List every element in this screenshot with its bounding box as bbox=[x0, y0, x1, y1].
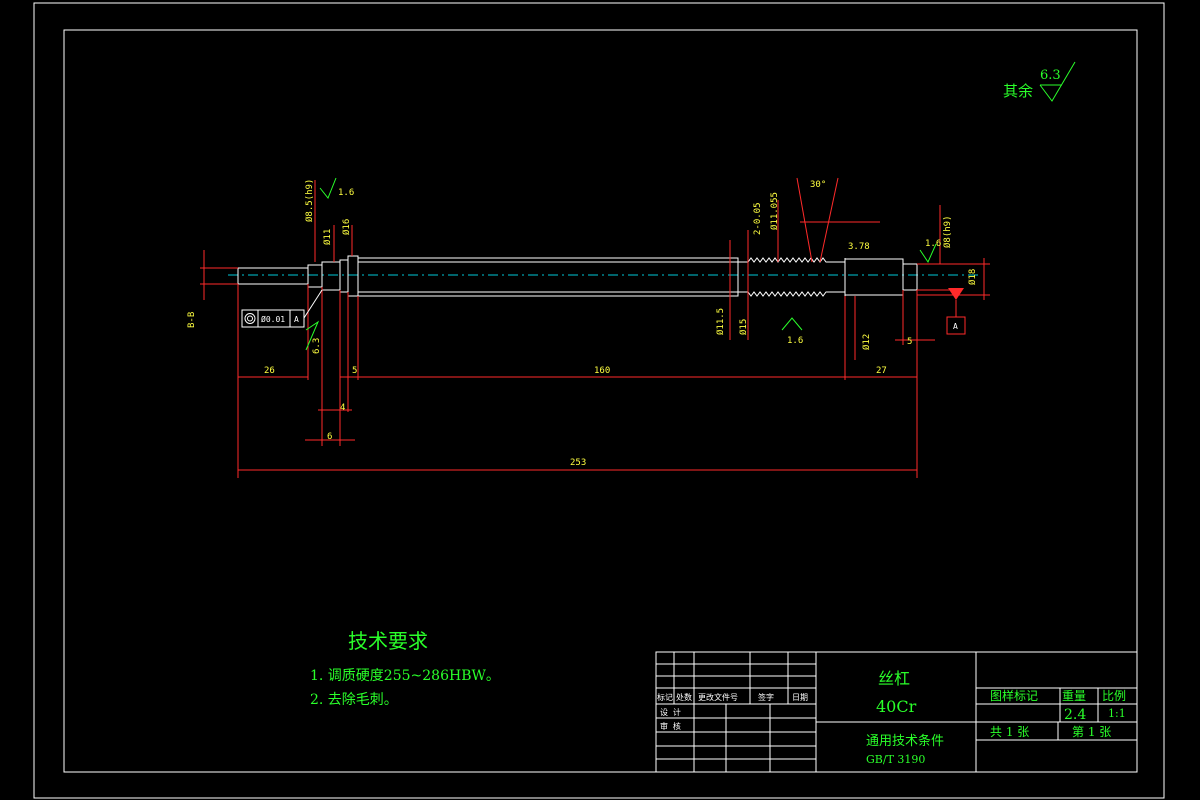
header-scale: 比例 bbox=[1102, 689, 1126, 703]
header-weight: 重量 bbox=[1062, 689, 1086, 703]
dim-pitch: 3.78 bbox=[848, 242, 870, 252]
dim-d1: Ø8.5(h9) bbox=[304, 179, 315, 222]
inner-frame bbox=[63, 29, 1138, 773]
review-label: 审 核 bbox=[660, 721, 681, 731]
rough-16b: 1.6 bbox=[925, 239, 941, 249]
dim-27: 27 bbox=[876, 366, 887, 376]
material: 40Cr bbox=[876, 697, 917, 716]
title-block: 标记 处数 更改文件号 签字 日期 设 计 审 核 丝杠 40Cr 通用技术条件… bbox=[655, 651, 1138, 773]
scale-value: 1:1 bbox=[1108, 707, 1126, 720]
rev-header-doc: 更改文件号 bbox=[698, 692, 738, 702]
dim-thread-a: 2-0.05 bbox=[753, 202, 763, 235]
surface-finish-other-label: 其余 bbox=[1003, 82, 1033, 100]
datum-triangle-icon bbox=[948, 288, 964, 300]
datum-label: A bbox=[953, 322, 958, 331]
dim-4: 4 bbox=[340, 403, 345, 413]
header-drawing-mark: 图样标记 bbox=[990, 688, 1038, 703]
roughness-symbol-icon bbox=[1039, 61, 1076, 102]
concentricity-icon bbox=[244, 313, 256, 324]
standard-line1: 通用技术条件 bbox=[866, 733, 944, 749]
dim-253: 253 bbox=[570, 458, 586, 468]
rough-63: 6.3 bbox=[312, 338, 322, 354]
dim-thread-od: Ø11.055 bbox=[769, 192, 780, 230]
dim-d6: Ø18 bbox=[967, 269, 978, 285]
shaft-outline bbox=[237, 255, 918, 297]
rev-header-date: 日期 bbox=[792, 693, 808, 702]
dim-5a: 5 bbox=[352, 366, 357, 376]
tech-req-item-2: 2. 去除毛刺。 bbox=[310, 692, 398, 708]
dim-d5: Ø12 bbox=[861, 334, 872, 350]
rev-header-mark: 标记 bbox=[657, 692, 673, 702]
dimension-lines bbox=[200, 177, 990, 478]
dim-d3: Ø11.5 bbox=[715, 308, 726, 335]
dim-5b: 5 bbox=[907, 337, 912, 347]
sheets-total: 共 1 张 bbox=[990, 725, 1029, 739]
dim-160: 160 bbox=[594, 366, 610, 376]
rev-header-count: 处数 bbox=[676, 692, 692, 702]
surface-finish-note: 其余 6.3 bbox=[1003, 61, 1076, 102]
thread-profile bbox=[737, 257, 846, 297]
roughness-symbol-icon bbox=[919, 243, 937, 264]
dim-6: 6 bbox=[327, 432, 332, 442]
rev-header-sign: 签字 bbox=[758, 692, 774, 702]
tech-req-item-1: 1. 调质硬度255~286HBW。 bbox=[310, 668, 500, 684]
section-label: B-B bbox=[187, 312, 197, 328]
gdt-frame: Ø0.01 A bbox=[241, 289, 323, 328]
rough-16c: 1.6 bbox=[787, 336, 803, 346]
standard-line2: GB/T 3190 bbox=[866, 753, 925, 766]
weight-value: 2.4 bbox=[1064, 707, 1086, 723]
roughness-symbol-icon bbox=[319, 177, 337, 199]
dim-angle: 30° bbox=[810, 180, 826, 190]
roughness-symbol-icon bbox=[781, 317, 803, 331]
gdt-datum: A bbox=[294, 315, 299, 324]
gdt-tolerance: Ø0.01 bbox=[261, 314, 285, 324]
dim-d1b: Ø11 bbox=[322, 229, 333, 245]
surface-finish-value: 6.3 bbox=[1040, 68, 1061, 83]
rough-16a: 1.6 bbox=[338, 188, 354, 198]
sheet-number: 第 1 张 bbox=[1072, 725, 1111, 739]
outer-frame bbox=[33, 2, 1165, 799]
dim-26: 26 bbox=[264, 366, 275, 376]
dim-d2: Ø16 bbox=[341, 219, 352, 235]
roughness-symbol-icon bbox=[305, 320, 320, 351]
dim-d4: Ø15 bbox=[738, 319, 749, 335]
dimension-texts: 26 5 160 27 4 6 253 5 3.78 30° 1.6 1.6 1… bbox=[187, 179, 978, 468]
dim-d7: Ø8(h9) bbox=[942, 215, 953, 248]
tech-requirements: 技术要求 1. 调质硬度255~286HBW。 2. 去除毛刺。 bbox=[310, 629, 500, 708]
part-name: 丝杠 bbox=[878, 669, 910, 688]
tech-req-title: 技术要求 bbox=[348, 629, 428, 653]
design-label: 设 计 bbox=[660, 707, 681, 717]
